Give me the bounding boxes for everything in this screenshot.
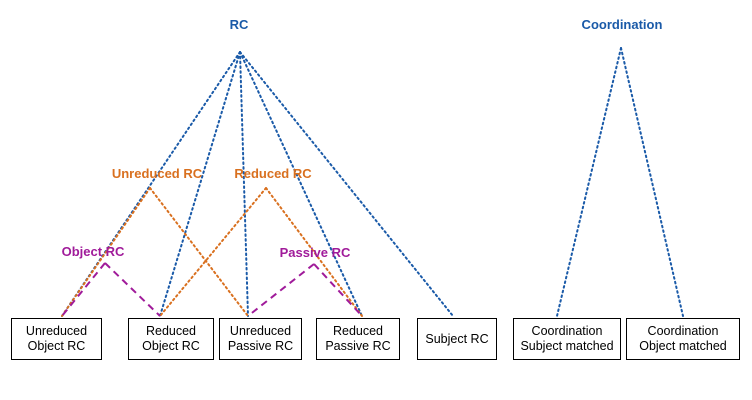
edge-reduced-rc-to-reduced-object-rc bbox=[159, 187, 267, 317]
edge-rc-to-reduced-object-rc bbox=[159, 51, 241, 317]
leaf-line: Reduced bbox=[332, 324, 384, 338]
edge-unreduced-rc-to-unreduced-object-rc bbox=[61, 187, 151, 317]
label-passive-rc: Passive RC bbox=[279, 245, 351, 260]
edge-passive-rc-to-reduced-passive-rc bbox=[313, 263, 363, 317]
edge-rc-to-reduced-passive-rc bbox=[239, 51, 363, 317]
leaf-line: Reduced bbox=[145, 324, 197, 338]
leaf-unreduced-object-rc: Unreduced Object RC bbox=[11, 318, 102, 360]
leaf-coordination-subject-matched: Coordination Subject matched bbox=[513, 318, 621, 360]
root-label-rc: RC bbox=[229, 17, 249, 32]
edge-object-rc-to-reduced-object-rc bbox=[104, 262, 161, 317]
leaf-line: Unreduced bbox=[25, 324, 88, 338]
label-reduced-rc: Reduced RC bbox=[234, 166, 312, 181]
leaf-unreduced-passive-rc: Unreduced Passive RC bbox=[219, 318, 302, 360]
edge-rc-to-unreduced-passive-rc bbox=[239, 51, 249, 317]
leaf-line: Coordination bbox=[647, 324, 719, 338]
edge-unreduced-rc-to-unreduced-passive-rc bbox=[149, 187, 249, 317]
leaf-line: Passive RC bbox=[325, 339, 391, 353]
leaf-line: Passive RC bbox=[227, 339, 294, 353]
label-object-rc: Object RC bbox=[61, 244, 125, 259]
edge-passive-rc-to-unreduced-passive-rc bbox=[247, 263, 315, 317]
leaf-line: Subject RC bbox=[425, 331, 489, 346]
label-unreduced-rc: Unreduced RC bbox=[111, 166, 203, 181]
edge-coordination-to-coordination-object-matched bbox=[620, 47, 684, 317]
leaf-line: Subject matched bbox=[520, 339, 614, 353]
leaf-reduced-passive-rc: Reduced Passive RC bbox=[316, 318, 400, 360]
leaf-line: Object RC bbox=[142, 339, 200, 353]
leaf-line: Object matched bbox=[639, 339, 727, 353]
leaf-line: Object RC bbox=[27, 339, 86, 353]
edge-rc-to-subject-rc bbox=[239, 51, 454, 317]
leaf-coordination-object-matched: Coordination Object matched bbox=[626, 318, 740, 360]
leaf-line: Unreduced bbox=[229, 324, 292, 338]
leaf-reduced-object-rc: Reduced Object RC bbox=[128, 318, 214, 360]
root-label-coordination: Coordination bbox=[581, 17, 663, 32]
edge-coordination-to-coordination-subject-matched bbox=[556, 47, 622, 317]
leaf-line: Coordination bbox=[531, 324, 603, 338]
leaf-subject-rc: Subject RC bbox=[417, 318, 497, 360]
